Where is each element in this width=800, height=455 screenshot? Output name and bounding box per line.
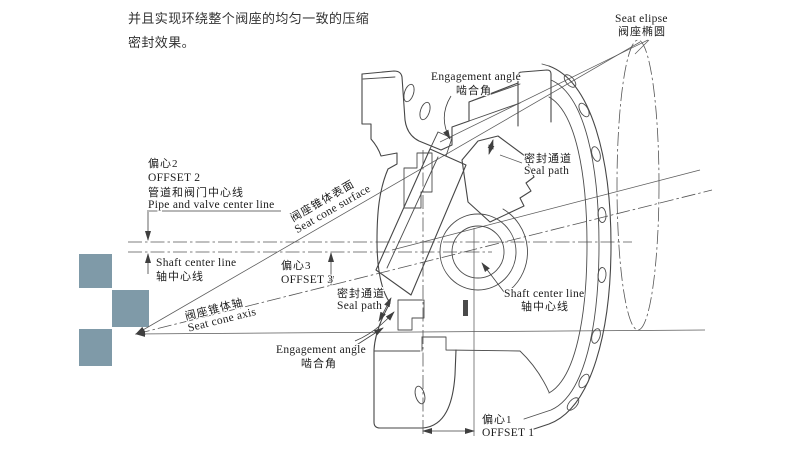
offset1-label-en: OFFSET 1 xyxy=(482,427,534,439)
offset1-label-zh: 偏心1 xyxy=(482,412,513,426)
leader-lines xyxy=(354,39,650,347)
seal-path-upper-label-zh: 密封通道 xyxy=(524,151,572,165)
disc-seat-assembly xyxy=(375,131,535,331)
center-lines xyxy=(128,241,632,253)
reference-vertical-lines xyxy=(422,150,475,436)
checkerboard-decoration xyxy=(79,254,149,366)
offset3-label-zh: 偏心3 xyxy=(281,258,312,272)
shaft-hub xyxy=(439,208,528,291)
seal-path-upper-label-en: Seal path xyxy=(524,165,569,177)
seat-ellipse-label-zh: 阀座椭圆 xyxy=(618,24,666,38)
pipe-valve-center-label-zh: 管道和阀门中心线 xyxy=(148,185,244,199)
shaft-packing-detail xyxy=(463,300,468,316)
flange-bolt-holes xyxy=(563,74,607,411)
right-flange xyxy=(523,63,612,430)
engagement-angle-top-label-zh: 啮合角 xyxy=(456,83,492,97)
engagement-angle-bottom-label-en: Engagement angle xyxy=(276,344,366,356)
intro-text-line2: 密封效果。 xyxy=(128,35,196,50)
valve-neck xyxy=(517,69,552,127)
labels: Seat elipse 阀座椭圆 Engagement angle 啮合角 偏心… xyxy=(147,12,669,440)
shaft-center-mid-label-en: Shaft center line xyxy=(504,288,584,300)
seat-ellipse-label-en: Seat elipse xyxy=(615,13,668,25)
seat-cone-lines xyxy=(135,39,713,337)
engagement-angle-bottom-label-zh: 啮合角 xyxy=(301,356,337,370)
shaft-center-mid-label-zh: 轴中心线 xyxy=(521,299,569,313)
shaft-center-left-label-en: Shaft center line xyxy=(156,257,236,269)
intro-text-line1: 并且实现环绕整个阀座的均匀一致的压缩 xyxy=(128,11,370,26)
pipe-valve-center-label-en: Pipe and valve center line xyxy=(148,199,275,211)
offset2-label-zh: 偏心2 xyxy=(148,156,179,170)
engagement-angle-top-label-en: Engagement angle xyxy=(431,71,521,83)
dimension-lines xyxy=(145,210,475,434)
offset2-label-en: OFFSET 2 xyxy=(148,172,200,184)
body-bolt-holes xyxy=(403,83,431,405)
seal-path-left-label-zh: 密封通道 xyxy=(337,286,385,300)
offset3-label-en: OFFSET 3 xyxy=(281,274,333,286)
seat-ellipse-projection xyxy=(616,39,660,331)
seal-path-left-label-en: Seal path xyxy=(337,300,382,312)
left-valve-body xyxy=(361,70,550,429)
shaft-center-left-label-zh: 轴中心线 xyxy=(156,269,204,283)
